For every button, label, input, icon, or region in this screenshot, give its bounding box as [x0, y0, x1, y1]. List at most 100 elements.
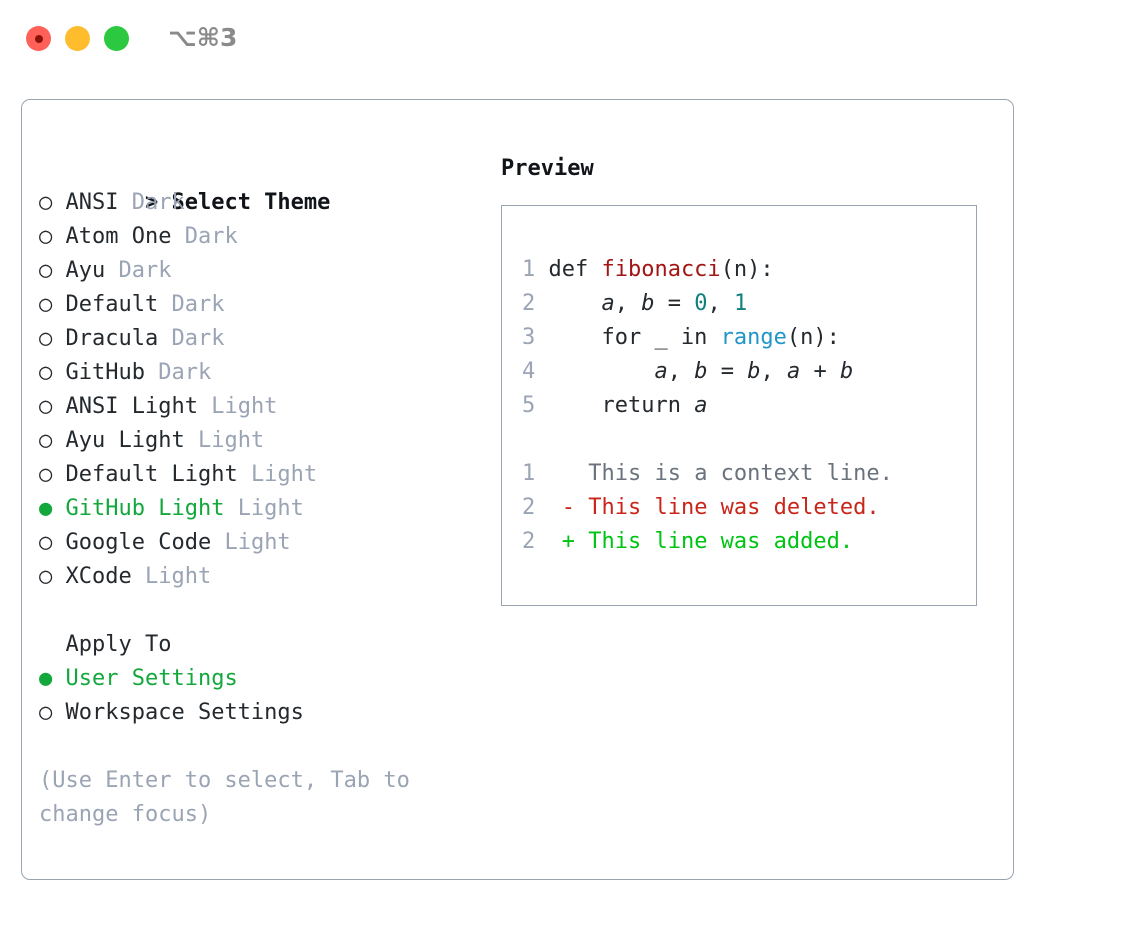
code-token: b	[839, 359, 854, 384]
code-token: return	[548, 393, 695, 418]
code-token: b	[747, 359, 761, 384]
apply-to-option[interactable]: ● User Settings	[39, 662, 469, 696]
code-token	[548, 359, 654, 384]
theme-variant-tag: Light	[197, 428, 265, 453]
theme-variant-tag: Light	[250, 462, 318, 487]
theme-name: ANSI Light	[65, 394, 212, 419]
theme-variant-tag: Dark	[118, 258, 172, 283]
code-token: b	[641, 291, 655, 316]
code-line-number: 4	[522, 359, 536, 384]
theme-variant-tag: Dark	[184, 224, 238, 249]
code-token: (n):	[720, 257, 774, 282]
code-token: a	[694, 393, 708, 418]
code-token: ,	[614, 291, 642, 316]
radio-unselected-icon: ○	[39, 190, 66, 215]
theme-list-item[interactable]: ○ GitHub Dark	[39, 356, 469, 390]
theme-list-item[interactable]: ○ Google Code Light	[39, 526, 469, 560]
code-token	[548, 291, 601, 316]
theme-list-item[interactable]: ○ Atom One Dark	[39, 220, 469, 254]
theme-variant-tag: Light	[211, 394, 278, 419]
code-token: ,	[667, 359, 695, 384]
theme-variant-tag: Light	[224, 530, 291, 555]
theme-name: ANSI	[65, 190, 132, 215]
code-diff-separator	[522, 423, 968, 457]
code-gutter-space	[535, 393, 548, 418]
close-window-button[interactable]	[26, 26, 51, 51]
code-token: def	[548, 257, 602, 282]
code-line: 3 for _ in range(n):	[522, 321, 968, 355]
radio-unselected-icon: ○	[39, 462, 66, 487]
code-token: b	[694, 359, 708, 384]
theme-list-item[interactable]: ● GitHub Light Light	[39, 492, 469, 526]
radio-selected-icon: ●	[39, 496, 66, 521]
radio-unselected-icon: ○	[39, 530, 66, 555]
theme-variant-tag: Dark	[131, 190, 185, 215]
minimize-window-button[interactable]	[65, 26, 90, 51]
theme-name: GitHub Light	[65, 496, 238, 521]
code-line: 2 a, b = 0, 1	[522, 287, 968, 321]
radio-unselected-icon: ○	[39, 292, 66, 317]
code-token: a	[601, 291, 615, 316]
radio-unselected-icon: ○	[39, 360, 66, 385]
theme-list-item[interactable]: ○ Ayu Dark	[39, 254, 469, 288]
content-panel: > Select Theme ○ ANSI Dark○ Atom One Dar…	[21, 99, 1014, 880]
code-token: 1	[733, 291, 748, 316]
theme-name: Default	[65, 292, 172, 317]
theme-name: GitHub	[65, 360, 159, 385]
diff-gutter-space	[535, 529, 562, 554]
code-line-number: 3	[522, 325, 536, 350]
theme-name: XCode	[65, 564, 145, 589]
radio-unselected-icon: ○	[39, 564, 66, 589]
theme-name: Dracula	[65, 326, 172, 351]
theme-list-item[interactable]: ○ Dracula Dark	[39, 322, 469, 356]
theme-picker-header: > Select Theme	[39, 152, 469, 215]
diff-sample: 1 This is a context line.2 - This line w…	[522, 457, 968, 559]
code-token: ,	[760, 359, 787, 384]
theme-list-item[interactable]: ○ Default Light Light	[39, 458, 469, 492]
code-token: a	[786, 359, 801, 384]
code-line: 1 def fibonacci(n):	[522, 253, 968, 287]
prompt-caret-icon: >	[144, 190, 172, 215]
radio-selected-icon: ●	[39, 666, 66, 691]
code-token: a	[654, 359, 668, 384]
code-line-number: 1	[522, 257, 536, 282]
code-line-number: 2	[522, 291, 536, 316]
list-spacer	[39, 594, 469, 628]
theme-variant-tag: Dark	[158, 360, 212, 385]
diff-line: 1 This is a context line.	[522, 457, 968, 491]
preview-column: Preview 1 def fibonacci(n):2 a, b = 0, 1…	[501, 152, 991, 606]
theme-list-item[interactable]: ○ ANSI Dark	[39, 186, 469, 220]
theme-name: Default Light	[65, 462, 251, 487]
theme-list: ○ ANSI Dark○ Atom One Dark○ Ayu Dark○ De…	[39, 186, 469, 594]
code-gutter-space	[535, 257, 548, 282]
theme-name: Google Code	[65, 530, 225, 555]
apply-to-option-label: User Settings	[65, 666, 238, 691]
theme-picker-header-label: Select Theme	[171, 190, 331, 215]
diff-line-number: 2	[522, 529, 536, 554]
diff-text: This line was deleted.	[588, 495, 880, 520]
code-line: 5 return a	[522, 389, 968, 423]
preview-title: Preview	[501, 156, 594, 181]
theme-list-item[interactable]: ○ Default Dark	[39, 288, 469, 322]
diff-line: 2 + This line was added.	[522, 525, 968, 559]
apply-to-options: ● User Settings○ Workspace Settings	[39, 662, 469, 730]
code-gutter-space	[535, 359, 548, 384]
radio-unselected-icon: ○	[39, 428, 66, 453]
radio-unselected-icon: ○	[39, 258, 66, 283]
theme-list-item[interactable]: ○ Ayu Light Light	[39, 424, 469, 458]
theme-name: Ayu Light	[65, 428, 198, 453]
code-token: range	[720, 325, 787, 350]
diff-gutter-space	[535, 461, 562, 486]
title-bar: ⌥⌘3	[0, 0, 1140, 78]
diff-sign	[562, 461, 589, 486]
theme-name: Ayu	[65, 258, 119, 283]
diff-line: 2 - This line was deleted.	[522, 491, 968, 525]
diff-line-number: 1	[522, 461, 536, 486]
theme-list-item[interactable]: ○ ANSI Light Light	[39, 390, 469, 424]
theme-list-item[interactable]: ○ XCode Light	[39, 560, 469, 594]
apply-to-option[interactable]: ○ Workspace Settings	[39, 696, 469, 730]
code-gutter-space	[535, 291, 548, 316]
zoom-window-button[interactable]	[104, 26, 129, 51]
